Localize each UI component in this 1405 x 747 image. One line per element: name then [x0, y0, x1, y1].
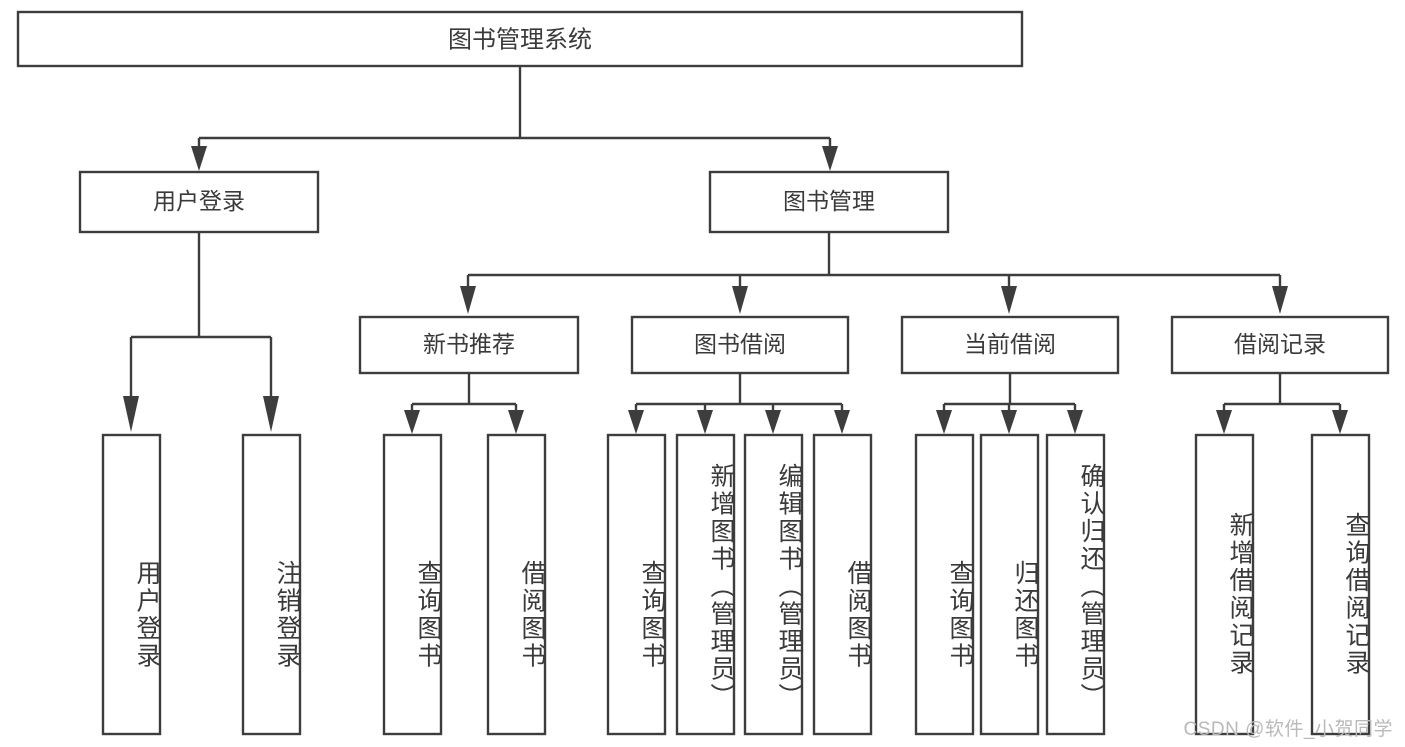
node-new-book-box[interactable] [358, 315, 580, 375]
arrowhead-bookborrow-leaf-3 [765, 410, 781, 434]
node-user-login-label: 用户登录 [153, 188, 245, 214]
node-current-borrow-label: 当前借阅 [964, 331, 1056, 357]
leaf-box-newbook-query[interactable] [382, 433, 443, 736]
leaf-box-borrowrecord-add[interactable] [1194, 433, 1255, 736]
leaf-box-currentborrow-confirm[interactable] [1045, 433, 1106, 736]
arrowhead-userlogin-leaf-1 [123, 396, 139, 432]
node-book-management-label: 图书管理 [783, 188, 875, 214]
arrowhead-currentborrow-leaf-3 [1067, 410, 1083, 434]
arrowhead-bookborrow-leaf-4 [834, 410, 850, 434]
node-book-borrow-label: 图书借阅 [694, 331, 786, 357]
leaf-box-newbook-borrow[interactable] [486, 433, 547, 736]
arrowhead-userlogin-leaf-2 [263, 396, 279, 432]
arrowhead-borrowrecord-leaf-2 [1332, 410, 1348, 434]
node-borrow-record-box[interactable] [1170, 315, 1390, 375]
node-root-box[interactable] [16, 10, 1024, 68]
watermark-text: CSDN @软件_小贺同学 [1183, 719, 1393, 740]
arrowhead-newbook-leaf-2 [508, 410, 524, 434]
arrowhead-bookmgmt-to-borrowrecord [1272, 286, 1288, 314]
arrowhead-root-to-userlogin [191, 146, 207, 171]
leaf-box-user-login-logout[interactable] [241, 433, 302, 736]
leaf-box-user-login-login[interactable] [101, 433, 162, 736]
arrowhead-currentborrow-leaf-2 [1001, 410, 1017, 434]
arrowhead-bookmgmt-to-bookborrow [732, 286, 748, 314]
leaf-box-bookborrow-add[interactable] [675, 433, 736, 736]
node-current-borrow-box[interactable] [900, 315, 1120, 375]
node-root-label: 图书管理系统 [448, 26, 592, 53]
node-new-book-label: 新书推荐 [423, 331, 515, 357]
leaf-box-borrowrecord-query[interactable] [1310, 433, 1371, 736]
arrowhead-root-to-bookmgmt [822, 146, 838, 171]
arrowhead-borrowrecord-leaf-1 [1216, 410, 1232, 434]
arrowhead-newbook-leaf-1 [404, 410, 420, 434]
arrowhead-bookmgmt-to-currentborrow [1001, 286, 1017, 314]
arrowhead-currentborrow-leaf-1 [936, 410, 952, 434]
node-book-borrow-box[interactable] [630, 315, 850, 375]
node-borrow-record-label: 借阅记录 [1234, 331, 1326, 357]
leaf-box-bookborrow-edit[interactable] [743, 433, 804, 736]
leaf-box-bookborrow-query[interactable] [606, 433, 667, 736]
arrowhead-bookborrow-leaf-1 [628, 410, 644, 434]
leaf-box-bookborrow-borrow[interactable] [812, 433, 873, 736]
arrowhead-bookborrow-leaf-2 [697, 410, 713, 434]
node-book-management-box[interactable] [708, 170, 950, 234]
leaf-box-currentborrow-query[interactable] [914, 433, 975, 736]
leaf-box-currentborrow-return[interactable] [979, 433, 1040, 736]
arrowhead-bookmgmt-to-newbook [460, 286, 476, 314]
